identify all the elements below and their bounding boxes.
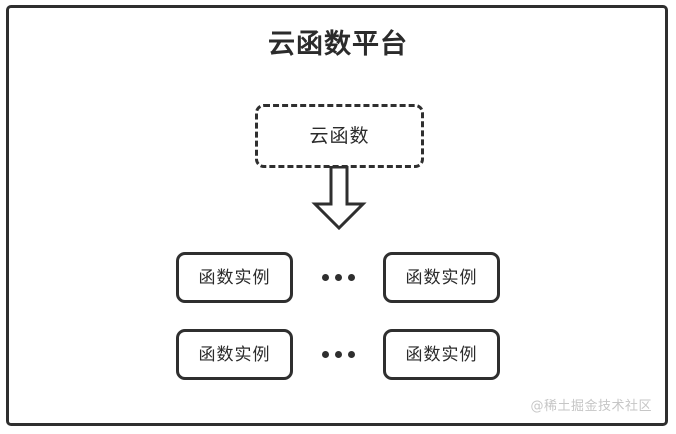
function-instance-node: 函数实例 [176,329,293,380]
ellipsis-dot [321,274,329,281]
ellipsis-dot [334,351,342,358]
cloud-function-node: 云函数 [255,104,424,168]
ellipsis-icon [305,329,371,380]
function-instance-node: 函数实例 [383,252,500,303]
function-instance-label: 函数实例 [198,344,271,365]
page-title: 云函数平台 [268,29,408,60]
arrow-down-icon [310,166,368,230]
function-instance-node: 函数实例 [176,252,293,303]
ellipsis-dot [347,274,355,281]
function-instance-node: 函数实例 [383,329,500,380]
cloud-function-label: 云函数 [309,125,370,147]
ellipsis-dot [321,351,329,358]
function-instance-label: 函数实例 [405,267,478,288]
function-instance-label: 函数实例 [405,344,478,365]
instance-row: 函数实例 函数实例 [176,252,500,303]
instance-row: 函数实例 函数实例 [176,329,500,380]
ellipsis-dot [347,351,355,358]
function-instance-label: 函数实例 [198,267,271,288]
watermark: @稀土掘金技术社区 [530,399,652,414]
ellipsis-dot [334,274,342,281]
ellipsis-icon [305,252,371,303]
